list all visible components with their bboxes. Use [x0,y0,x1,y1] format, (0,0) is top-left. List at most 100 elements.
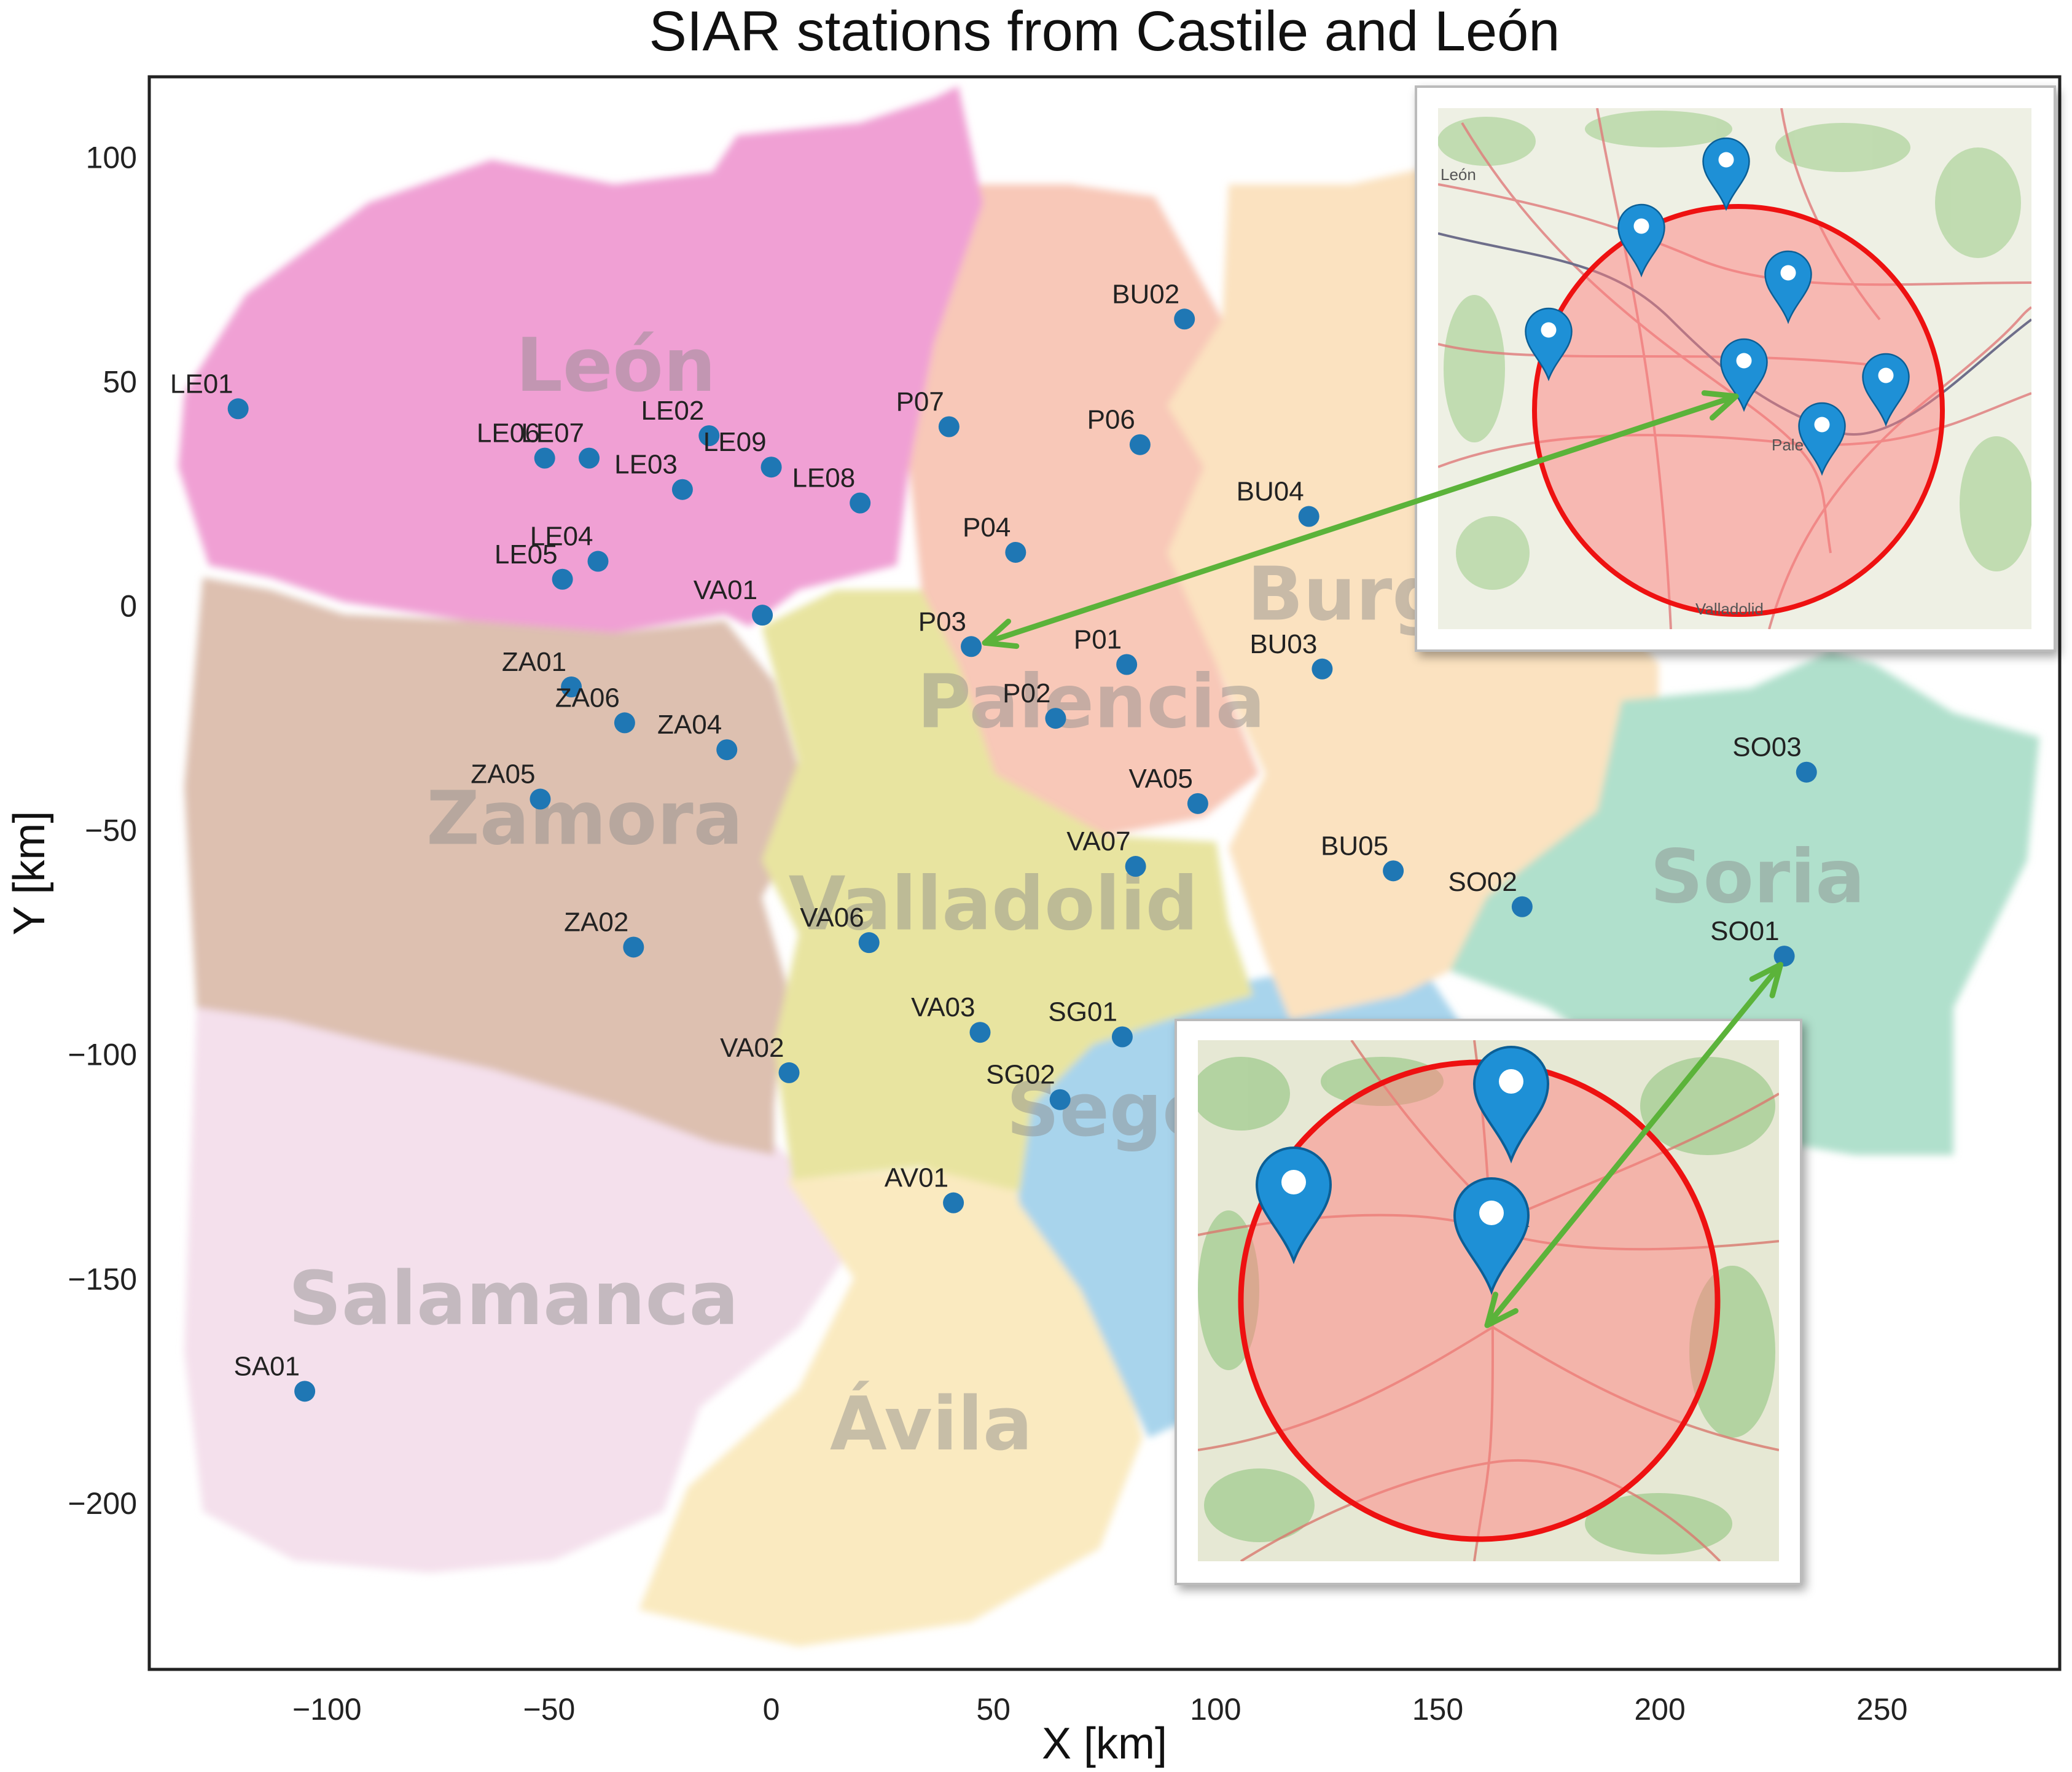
inset-palencia-vegetation [1438,111,2031,590]
station-point-so01[interactable] [1773,946,1795,967]
station-point-za01[interactable] [561,676,582,697]
region-salamanca [184,1008,848,1573]
station-point-sg02[interactable] [1049,1089,1071,1110]
station-point-le02[interactable] [698,425,720,447]
y-tick-label: −100 [68,1038,137,1072]
station-label-za01: ZA01 [502,647,566,677]
region-label-zamora: Zamora [426,777,743,862]
station-label-sg01: SG01 [1048,997,1117,1027]
station-point-va05[interactable] [1187,793,1208,814]
map-pin-icon [1862,353,1910,427]
station-point-le01[interactable] [227,398,249,420]
station-point-p07[interactable] [938,416,960,437]
station-label-le04: LE04 [530,522,593,552]
station-label-p01: P01 [1074,624,1122,654]
x-tick-label: 150 [1412,1692,1463,1727]
station-point-sg01[interactable] [1111,1026,1133,1048]
station-label-le07: LE07 [521,418,584,449]
station-label-bu02: BU02 [1112,279,1179,309]
station-point-le07[interactable] [579,447,600,469]
station-point-za06[interactable] [614,712,635,734]
station-label-le05: LE05 [495,539,558,570]
arrow-inset-palencia-to-p03 [982,390,1739,649]
chart-title: SIAR stations from Castile and León [649,0,1560,63]
station-point-sa01[interactable] [294,1381,316,1402]
station-point-p03[interactable] [961,636,982,657]
plot-frame [147,75,2062,1671]
station-label-va02: VA02 [720,1033,784,1063]
station-label-bu05: BU05 [1321,831,1388,861]
station-label-sa01: SA01 [233,1351,300,1381]
station-label-bu04: BU04 [1237,477,1304,507]
inset-palencia-pins [1525,137,1910,476]
station-point-bu03[interactable] [1312,658,1333,680]
station-label-p02: P02 [1003,678,1050,708]
station-point-p02[interactable] [1045,708,1066,729]
region-label-salamanca: Salamanca [289,1256,739,1342]
station-point-za05[interactable] [530,788,551,810]
station-point-bu05[interactable] [1383,860,1404,882]
station-point-va03[interactable] [969,1022,991,1043]
station-point-p06[interactable] [1129,434,1151,455]
station-point-le04[interactable] [587,551,609,572]
x-tick-label: −100 [292,1692,362,1727]
map-pin-icon [1525,307,1573,382]
y-tick-label: −50 [85,813,137,848]
station-point-p04[interactable] [1005,541,1026,563]
inset-soria-pins [1255,1046,1550,1295]
station-label-p06: P06 [1087,405,1135,435]
station-point-za02[interactable] [623,936,644,958]
station-point-bu04[interactable] [1298,506,1319,527]
station-label-va05: VA05 [1129,764,1193,794]
station-point-le08[interactable] [850,492,871,514]
y-tick-label: −200 [68,1486,137,1521]
station-point-le06[interactable] [534,447,555,469]
station-label-va03: VA03 [911,992,975,1022]
station-point-bu02[interactable] [1174,308,1195,330]
map-pin-icon [1453,1177,1530,1295]
region-palencia [909,184,1259,836]
x-axis-label: X [km] [1042,1719,1167,1768]
region-label-palencia: Palencia [917,660,1265,745]
station-point-av01[interactable] [943,1192,964,1213]
station-label-le03: LE03 [614,450,678,480]
region-leon [178,86,983,633]
region-zamora [184,578,811,1155]
station-point-le03[interactable] [671,479,693,500]
station-point-le05[interactable] [552,568,573,590]
region-label-ávila: Ávila [830,1381,1033,1467]
station-label-le08: LE08 [792,463,855,493]
station-point-p01[interactable] [1116,654,1138,675]
station-label-za06: ZA06 [555,683,620,713]
station-point-so03[interactable] [1796,761,1817,783]
station-label-va01: VA01 [694,575,757,605]
station-point-le09[interactable] [760,457,782,478]
station-point-va02[interactable] [778,1062,800,1083]
station-label-le02: LE02 [641,396,705,426]
station-point-va07[interactable] [1125,856,1146,877]
station-label-le01: LE01 [170,369,233,399]
station-point-va01[interactable] [752,605,773,626]
station-label-za05: ZA05 [471,759,535,790]
x-tick-label: 50 [976,1692,1011,1727]
region-label-león: León [516,323,716,409]
stations-layer: LE01LE02LE03LE04LE05LE06LE07LE08LE09VA01… [170,279,1817,1402]
y-tick-label: 0 [120,589,137,624]
inset-palencia-place-palencia: Pale [1772,436,1804,454]
x-tick-label: 250 [1856,1692,1907,1727]
x-tick-label: 100 [1190,1692,1241,1727]
station-label-p03: P03 [918,606,966,637]
region-valladolid [762,590,1253,1192]
station-point-za04[interactable] [716,739,738,761]
inset-palencia-map: León Pale Valladolid [1415,85,2056,652]
station-point-so02[interactable] [1511,896,1533,917]
station-label-le09: LE09 [703,427,767,457]
station-label-za02: ZA02 [564,907,628,937]
map-pin-icon [1472,1046,1550,1164]
region-avila [639,1167,1143,1647]
station-point-va06[interactable] [858,932,880,954]
station-label-sg02: SG02 [986,1060,1055,1090]
